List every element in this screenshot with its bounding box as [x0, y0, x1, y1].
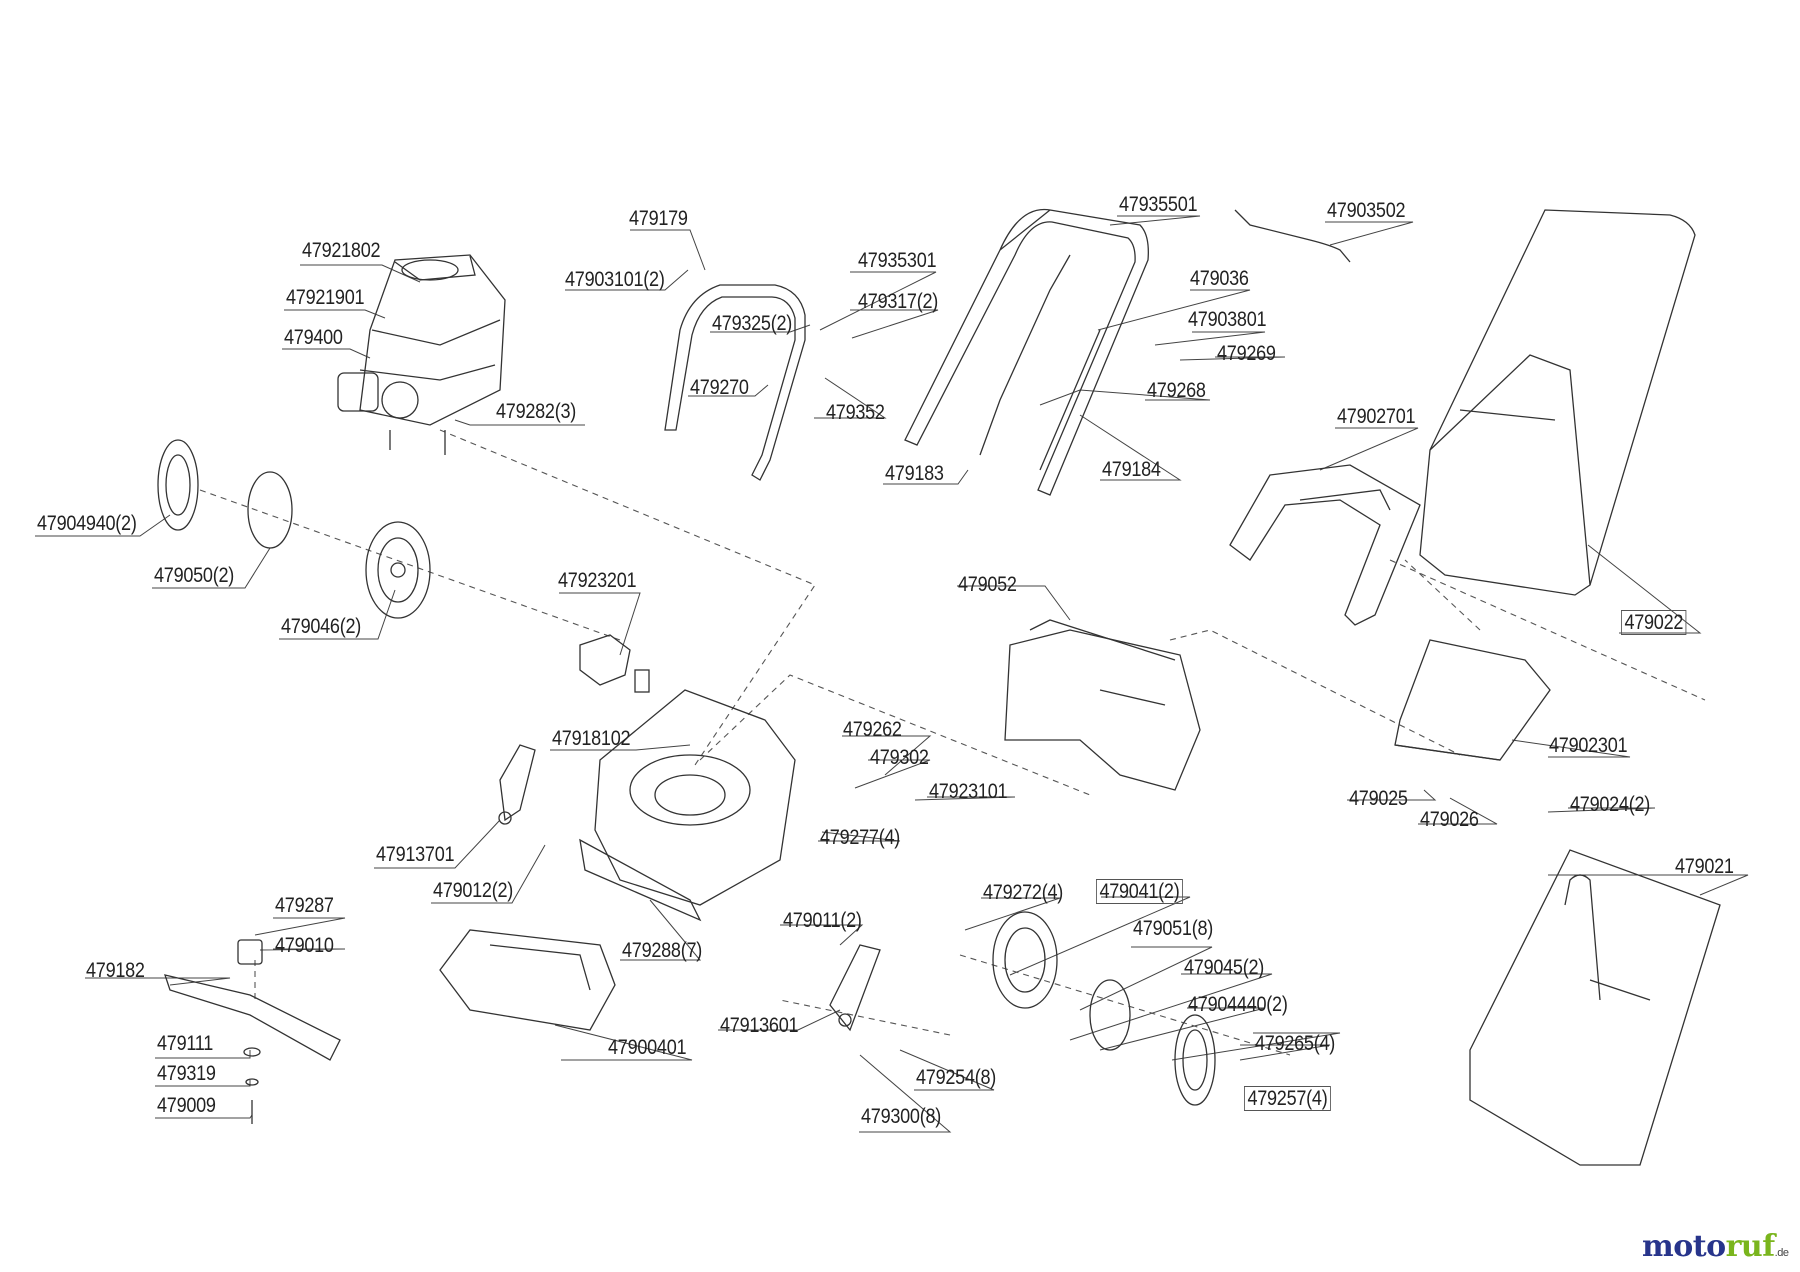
watermark-part2: ruf — [1725, 1229, 1776, 1264]
part-label-479277-4: 479277(4) — [820, 826, 901, 849]
part-label-479041-2: 479041(2) — [1096, 879, 1183, 904]
part-label-47900401: 47900401 — [608, 1036, 687, 1059]
part-label-47913701: 47913701 — [376, 843, 455, 866]
part-label-479319: 479319 — [157, 1062, 216, 1085]
part-label-47913601: 47913601 — [720, 1014, 799, 1037]
part-label-479021: 479021 — [1675, 855, 1734, 878]
part-label-479184: 479184 — [1102, 458, 1161, 481]
part-label-479183: 479183 — [885, 462, 944, 485]
part-label-479325-2: 479325(2) — [712, 312, 793, 335]
motoruf-watermark-logo: motoruf.de — [1642, 1229, 1789, 1264]
leader-lines — [35, 215, 1749, 1133]
left-wheel-drawing — [365, 521, 431, 619]
part-label-47903801: 47903801 — [1188, 308, 1267, 331]
blade-hardware-drawing — [243, 1047, 261, 1124]
part-label-479111: 479111 — [157, 1032, 214, 1055]
part-label-479282-3: 479282(3) — [496, 400, 577, 423]
part-label-479179: 479179 — [629, 207, 688, 230]
deck-drawing — [579, 689, 796, 922]
grass-bag-drawing — [1419, 209, 1696, 596]
blade-drawing — [164, 974, 341, 1061]
upper-handle-drawing — [904, 208, 1149, 496]
part-label-479025: 479025 — [1349, 787, 1408, 810]
part-label-479270: 479270 — [690, 376, 749, 399]
assembly-lines — [199, 429, 1706, 1056]
part-label-479046-2: 479046(2) — [281, 615, 362, 638]
part-label-479300-8: 479300(8) — [861, 1105, 942, 1128]
part-label-47904440-2: 47904440(2) — [1188, 993, 1288, 1016]
part-label-47921901: 47921901 — [286, 286, 365, 309]
part-label-47902701: 47902701 — [1337, 405, 1416, 428]
cable-drawing — [1234, 209, 1351, 263]
part-label-479352: 479352 — [826, 401, 885, 424]
gearbox-drawing — [579, 634, 650, 693]
front-cover-drawing — [439, 929, 616, 1031]
part-label-479012-2: 479012(2) — [433, 879, 514, 902]
part-label-479302: 479302 — [870, 746, 929, 769]
rear-flap-drawing — [1394, 639, 1551, 761]
part-label-47918102: 47918102 — [552, 727, 631, 750]
part-label-479400: 479400 — [284, 326, 343, 349]
right-hubcap-drawing — [1174, 1014, 1216, 1106]
part-label-47903502: 47903502 — [1327, 199, 1406, 222]
watermark-part1: moto — [1642, 1229, 1726, 1264]
lower-handle-drawing — [664, 284, 806, 481]
part-label-479257-4: 479257(4) — [1244, 1086, 1331, 1111]
part-label-479050-2: 479050(2) — [154, 564, 235, 587]
bag-frame-top-drawing — [1229, 464, 1421, 626]
part-label-479269: 479269 — [1217, 342, 1276, 365]
part-label-479024-2: 479024(2) — [1570, 793, 1651, 816]
bag-frame-drawing — [1469, 849, 1721, 1166]
part-label-47902301: 47902301 — [1549, 734, 1628, 757]
part-label-479009: 479009 — [157, 1094, 216, 1117]
part-label-47923101: 47923101 — [929, 780, 1008, 803]
part-label-479265-4: 479265(4) — [1255, 1032, 1336, 1055]
part-label-479010: 479010 — [275, 934, 334, 957]
part-label-479011-2: 479011(2) — [783, 909, 862, 932]
right-disc-drawing — [1089, 979, 1131, 1051]
right-wheel-drawing — [992, 911, 1058, 1009]
part-label-479317-2: 479317(2) — [858, 290, 939, 313]
chute-drawing — [1004, 619, 1201, 791]
part-label-47904940-2: 47904940(2) — [37, 512, 137, 535]
part-label-47921802: 47921802 — [302, 239, 381, 262]
part-label-479254-8: 479254(8) — [916, 1066, 997, 1089]
part-label-479045-2: 479045(2) — [1184, 956, 1265, 979]
part-label-479288-7: 479288(7) — [622, 939, 703, 962]
part-label-479022: 479022 — [1621, 610, 1687, 635]
part-label-479052: 479052 — [958, 573, 1017, 596]
watermark-suffix: .de — [1774, 1247, 1789, 1259]
right-height-adjuster-drawing — [829, 944, 881, 1032]
part-label-47923201: 47923201 — [558, 569, 637, 592]
part-label-47903101-2: 47903101(2) — [565, 268, 665, 291]
part-label-479272-4: 479272(4) — [983, 881, 1064, 904]
part-label-479287: 479287 — [275, 894, 334, 917]
left-height-adjuster-drawing — [498, 744, 536, 825]
left-hubcap-drawing — [157, 439, 199, 531]
blade-adapter-drawing — [237, 939, 263, 965]
engine-drawing — [337, 254, 506, 455]
part-label-479262: 479262 — [843, 718, 902, 741]
left-disc-drawing — [247, 471, 293, 549]
part-label-479268: 479268 — [1147, 379, 1206, 402]
part-label-479182: 479182 — [86, 959, 145, 982]
part-label-479036: 479036 — [1190, 267, 1249, 290]
part-label-479051-8: 479051(8) — [1133, 917, 1214, 940]
part-label-479026: 479026 — [1420, 808, 1479, 831]
part-label-47935301: 47935301 — [858, 249, 937, 272]
part-label-47935501: 47935501 — [1119, 193, 1198, 216]
